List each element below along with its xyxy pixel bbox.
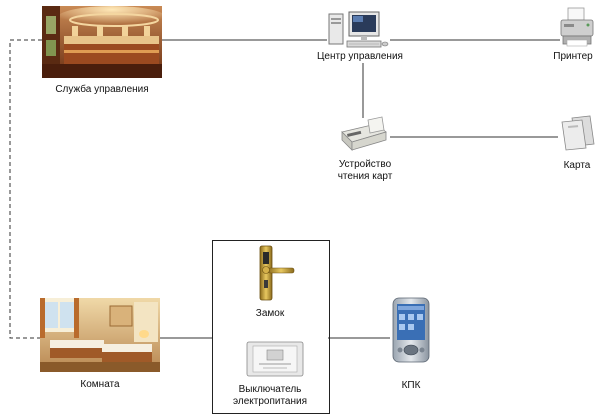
key-card-icon [561, 115, 595, 151]
lock-label: Замок [255, 308, 285, 319]
room-node[interactable] [40, 298, 160, 372]
hotel-lobby-photo [42, 6, 167, 78]
lock-node[interactable] [254, 244, 298, 302]
card-reader-icon [341, 116, 387, 151]
power-switch-node[interactable] [245, 340, 305, 378]
pda-node[interactable] [390, 296, 432, 364]
printer-label: Принтер [553, 51, 593, 62]
card-reader-label: Устройство чтения карт [337, 159, 393, 182]
link-service-room-dashed [9, 39, 42, 339]
control-center-label: Центр управления [317, 51, 403, 62]
printer-node[interactable] [558, 6, 596, 48]
room-devices-box [212, 240, 330, 414]
card-reader-node[interactable] [338, 116, 390, 154]
card-label: Карта [563, 160, 591, 171]
power-switch-label: Выключатель электропитания [232, 384, 308, 407]
room-label: Комната [80, 379, 120, 390]
pda-icon [392, 297, 430, 363]
door-lock-icon [259, 245, 295, 301]
card-node[interactable] [558, 114, 596, 152]
management-service-label: Служба управления [55, 84, 149, 95]
management-service-node[interactable] [42, 6, 167, 78]
control-center-node[interactable] [327, 10, 389, 50]
desktop-computer-icon [328, 11, 389, 48]
power-switch-icon [246, 341, 304, 377]
pda-label: КПК [401, 380, 421, 391]
printer-icon [560, 7, 594, 47]
hotel-room-photo [40, 298, 160, 372]
